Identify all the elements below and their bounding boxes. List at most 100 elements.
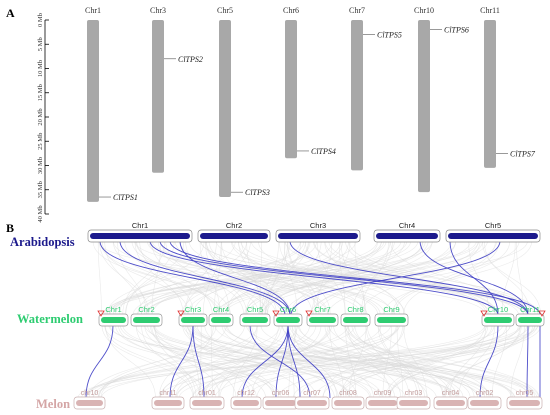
background-link bbox=[97, 324, 258, 399]
background-link bbox=[104, 324, 208, 399]
background-link bbox=[205, 240, 291, 316]
chromosome-name: Chr5 bbox=[217, 6, 233, 15]
chromosome-bar bbox=[87, 20, 99, 202]
highlighted-link bbox=[287, 324, 331, 399]
background-link bbox=[160, 324, 298, 399]
melon-chromosome-bar bbox=[470, 400, 499, 406]
background-link bbox=[310, 240, 497, 316]
background-link bbox=[393, 240, 511, 316]
background-link bbox=[348, 324, 367, 399]
chromosome-bar bbox=[418, 20, 430, 193]
chromosome-name: Chr11 bbox=[480, 6, 500, 15]
background-link bbox=[287, 240, 320, 316]
arabidopsis-chromosome-label: Chr5 bbox=[485, 221, 501, 230]
background-link bbox=[251, 324, 358, 399]
background-link bbox=[105, 240, 378, 316]
watermelon-chromosome-label: Chr5 bbox=[247, 305, 263, 314]
highlighted-link bbox=[241, 324, 289, 399]
background-link bbox=[205, 240, 322, 316]
chromosome-name: Chr6 bbox=[283, 6, 299, 15]
chromosome-bar bbox=[285, 20, 297, 159]
highlighted-link bbox=[526, 324, 529, 399]
watermelon-chromosome-bar bbox=[343, 317, 368, 323]
background-link bbox=[366, 324, 444, 399]
watermelon-chromosome-label: Chr3 bbox=[185, 305, 201, 314]
gene-label: ClTPS2 bbox=[178, 55, 203, 64]
melon-chromosome-bar bbox=[399, 400, 428, 406]
background-link bbox=[146, 240, 395, 316]
background-link bbox=[262, 240, 483, 316]
melon-chromosome-bar bbox=[233, 400, 259, 406]
melon-chromosome-bar bbox=[265, 400, 296, 406]
background-link bbox=[284, 240, 527, 316]
highlighted-link bbox=[290, 240, 501, 316]
background-link bbox=[135, 324, 201, 399]
background-link bbox=[119, 324, 353, 399]
background-link bbox=[151, 240, 525, 316]
axis-tick-label: 15 Mb bbox=[37, 84, 44, 101]
highlighted-link bbox=[169, 240, 541, 316]
background-link bbox=[99, 240, 220, 316]
watermelon-chromosome-label: Chr6 bbox=[280, 305, 296, 314]
panel-b-label: B bbox=[6, 221, 14, 235]
background-link bbox=[277, 324, 539, 399]
background-link bbox=[501, 240, 516, 316]
watermelon-chromosome-bar bbox=[181, 317, 205, 323]
gene-label: ClTPS4 bbox=[311, 147, 336, 156]
arabidopsis-chromosome-bar bbox=[376, 233, 438, 239]
background-link bbox=[324, 240, 400, 316]
watermelon-chromosome-bar bbox=[242, 317, 268, 323]
background-link bbox=[185, 324, 276, 399]
melon-chromosome-bar bbox=[509, 400, 540, 406]
background-link bbox=[105, 324, 156, 399]
background-link bbox=[179, 240, 385, 316]
melon-chromosome-bar bbox=[334, 400, 362, 406]
gene-marker-triangle bbox=[305, 310, 313, 317]
background-link bbox=[313, 240, 456, 316]
background-link bbox=[194, 324, 534, 399]
background-link bbox=[377, 324, 418, 399]
highlighted-link bbox=[287, 324, 301, 399]
arabidopsis-chromosome-bar bbox=[200, 233, 268, 239]
background-link bbox=[97, 240, 102, 316]
axis-tick-label: 20 Mb bbox=[37, 108, 44, 125]
melon-chromosome-label: chr03 bbox=[405, 390, 423, 397]
background-link bbox=[112, 240, 218, 316]
background-link bbox=[92, 240, 224, 316]
melon-chromosome-label: chr12 bbox=[237, 390, 255, 397]
background-link bbox=[136, 240, 269, 316]
watermelon-chromosome-label: Chr9 bbox=[383, 305, 399, 314]
gene-marker-triangle bbox=[272, 310, 280, 317]
watermelon-chromosome-bar bbox=[133, 317, 160, 323]
background-link bbox=[175, 324, 288, 399]
background-link bbox=[192, 240, 311, 316]
background-link bbox=[189, 324, 200, 399]
highlighted-link bbox=[479, 324, 499, 399]
background-link bbox=[345, 240, 489, 316]
highlighted-link bbox=[192, 324, 205, 399]
background-link bbox=[108, 240, 477, 316]
background-link bbox=[77, 324, 539, 399]
background-link bbox=[292, 324, 536, 399]
background-link bbox=[389, 240, 508, 316]
background-link bbox=[108, 324, 459, 399]
highlighted-link bbox=[159, 240, 529, 316]
background-link bbox=[382, 324, 392, 399]
background-link bbox=[134, 240, 524, 316]
melon-chromosome-label: chr09 bbox=[374, 390, 392, 397]
background-link bbox=[154, 324, 197, 399]
background-link bbox=[259, 240, 262, 316]
background-link bbox=[124, 240, 185, 316]
background-link bbox=[348, 240, 529, 316]
chromosome-name: Chr1 bbox=[85, 6, 101, 15]
background-link bbox=[100, 324, 245, 399]
background-link bbox=[340, 324, 404, 399]
chromosome-name: Chr7 bbox=[349, 6, 365, 15]
highlighted-link bbox=[179, 240, 291, 316]
gene-marker-triangle bbox=[97, 310, 105, 317]
background-link bbox=[348, 324, 475, 399]
background-link bbox=[200, 324, 202, 399]
gene-marker-triangle bbox=[177, 310, 185, 317]
